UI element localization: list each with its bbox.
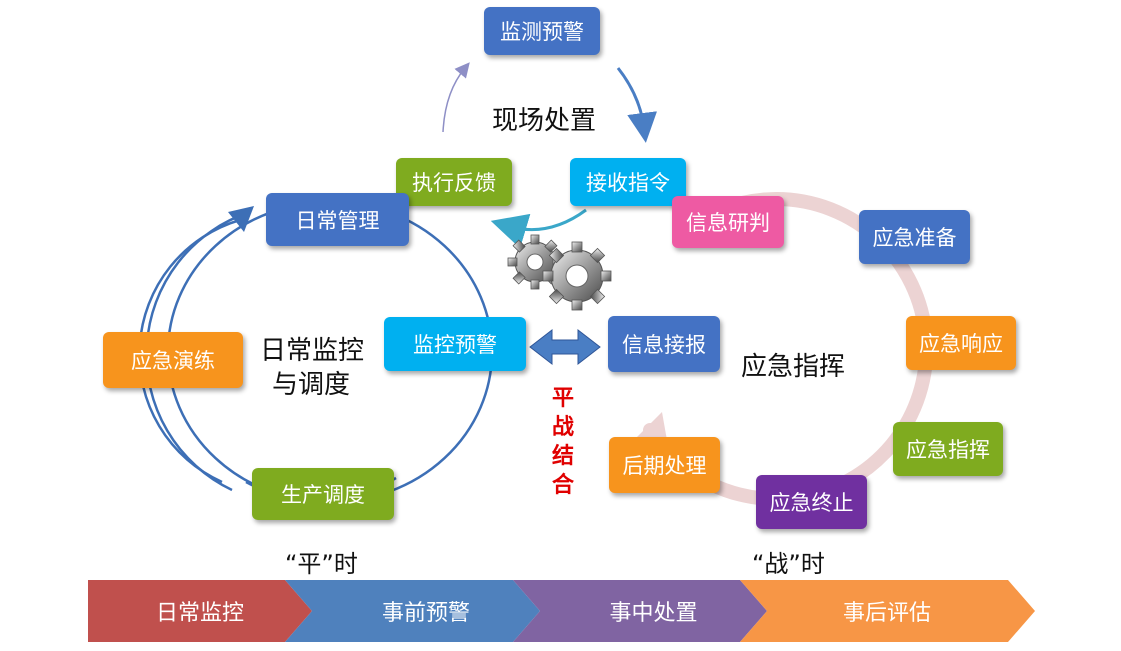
stage-label-1: 日常监控 (155, 601, 244, 626)
production-dispatch-box: 生产调度 (252, 468, 394, 520)
receive-instruction-box: 接收指令 (570, 158, 686, 206)
stage-chevron-3 (513, 580, 767, 642)
monitor-warning-box: 监测预警 (484, 7, 600, 55)
emergency-prep-box: 应急准备 (859, 210, 970, 264)
vertical-char: 合 (551, 472, 574, 498)
right-center-label: 应急指挥 (741, 352, 846, 382)
daily-management-box: 日常管理 (266, 193, 409, 246)
arrow-from-monitor (616, 67, 658, 143)
monitoring-warning-box: 监控预警 (384, 317, 526, 371)
vertical-char: 战 (551, 414, 574, 440)
stage-chevron-1 (88, 580, 312, 642)
double-arrow-icon (529, 328, 601, 366)
stage-label-4: 事后评估 (842, 601, 931, 626)
vertical-char: 平 (551, 385, 574, 411)
vertical-char: 结 (551, 443, 574, 469)
emergency-command-box: 应急指挥 (893, 422, 1003, 476)
peacetime-caption: “平”时 (285, 550, 358, 578)
left-center-line1: 日常监控 (260, 336, 365, 366)
stage-label-3: 事中处置 (609, 601, 698, 626)
stage-label-2: 事前预警 (381, 601, 470, 626)
stage-chevron-2 (285, 580, 540, 642)
wartime-caption: “战”时 (752, 550, 825, 578)
emergency-termination-box: 应急终止 (756, 475, 867, 529)
emergency-drill-box: 应急演练 (103, 332, 243, 388)
emergency-response-box: 应急响应 (906, 316, 1016, 370)
arrow-receive-to-feedback (490, 208, 587, 249)
aftermath-handling-box: 后期处理 (609, 437, 720, 493)
execution-feedback-box: 执行反馈 (396, 158, 512, 206)
info-receipt-box: 信息接报 (608, 316, 720, 372)
gears-icon (507, 234, 612, 311)
left-center-line2: 与调度 (272, 370, 351, 400)
info-analysis-box: 信息研判 (672, 196, 784, 248)
stage-chevron-4 (740, 580, 1035, 642)
field-disposal-label: 现场处置 (492, 106, 597, 136)
peace-war-combined-text: 平 战 结 合 (548, 384, 578, 500)
arrow-to-monitor (442, 62, 470, 133)
